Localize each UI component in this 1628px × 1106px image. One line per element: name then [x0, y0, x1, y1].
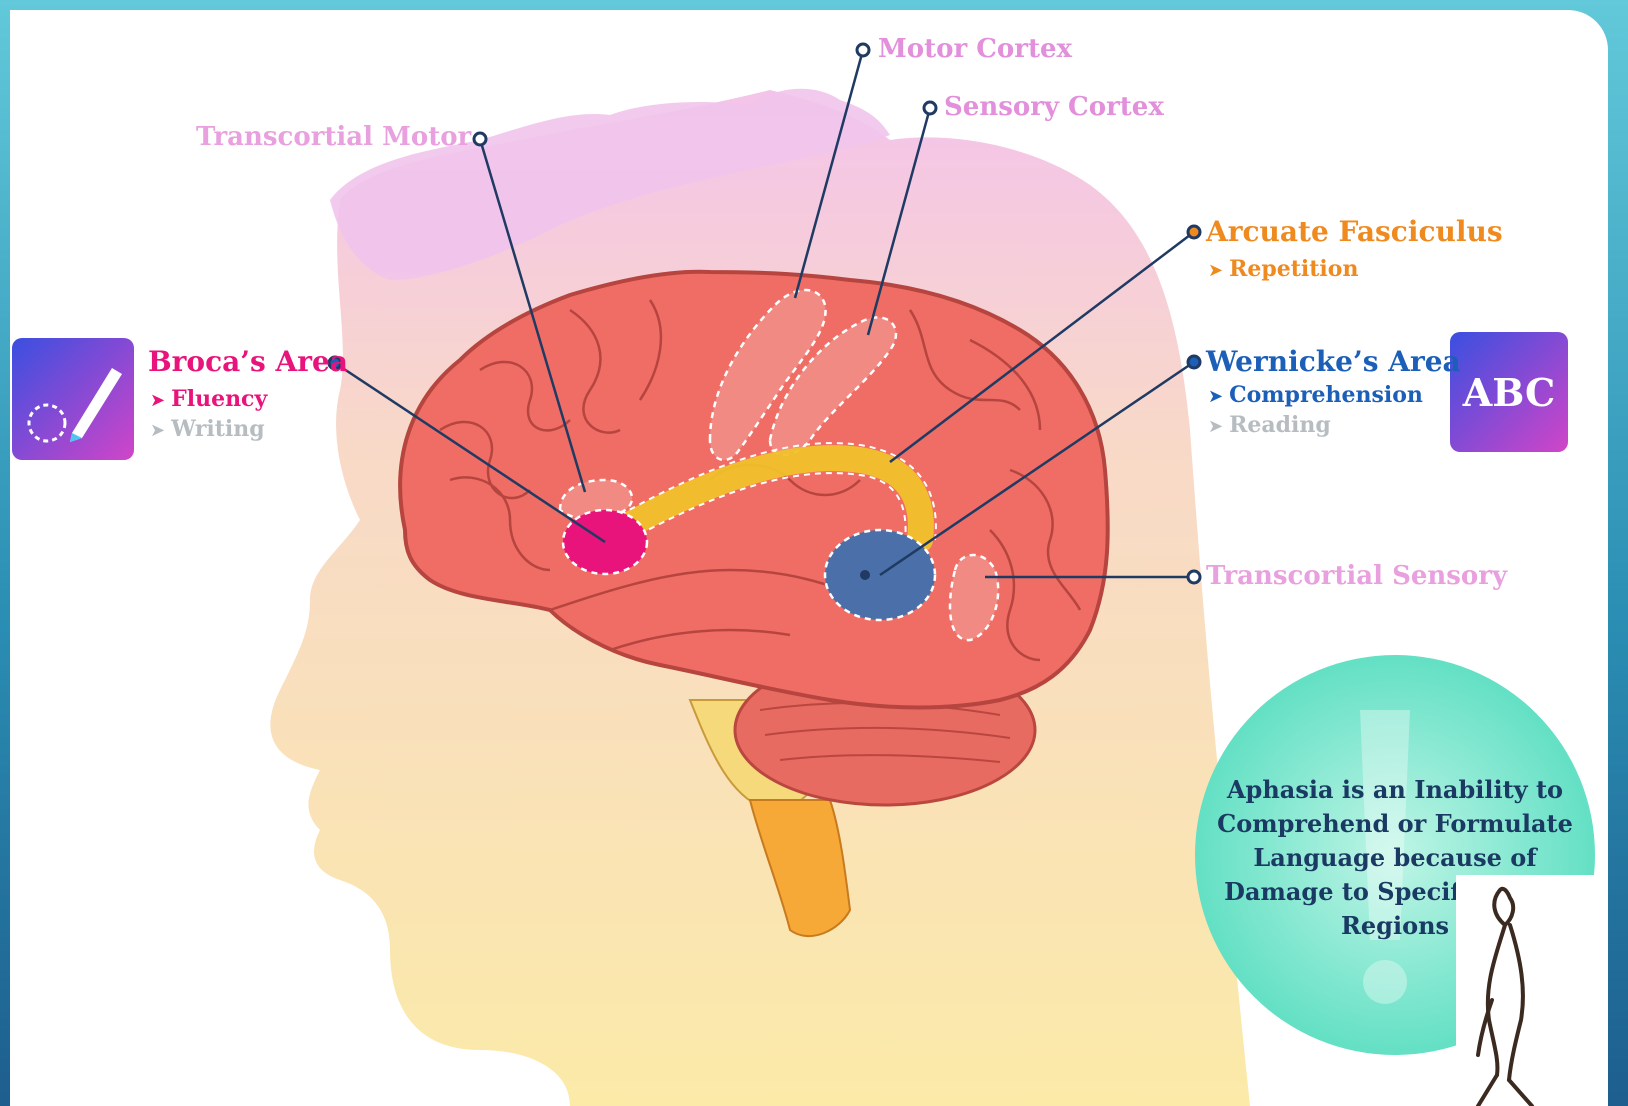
- label-sensory-cortex: Sensory Cortex: [944, 94, 1164, 120]
- label-arcuate-fasciculus: Arcuate Fasciculus: [1206, 218, 1503, 246]
- arrow-icon: ➤: [1208, 416, 1223, 437]
- label-wernicke-area: Wernicke’s Area: [1206, 348, 1461, 376]
- wernicke-sub2-text: Reading: [1229, 412, 1331, 438]
- arrow-icon: ➤: [1208, 386, 1223, 407]
- writing-badge: [12, 338, 134, 460]
- diagram-canvas: ABC Motor Cortex Sensory Cortex Transcor…: [10, 10, 1608, 1106]
- wernicke-sub1-text: Comprehension: [1229, 382, 1423, 408]
- arrow-icon: ➤: [150, 420, 165, 441]
- arrow-icon: ➤: [150, 390, 165, 411]
- broca-sub-fluency: ➤ Fluency: [150, 388, 267, 410]
- arrow-icon: ➤: [1208, 260, 1223, 281]
- arcuate-sub-text: Repetition: [1229, 256, 1358, 282]
- label-transcortial-sensory: Transcortial Sensory: [1206, 563, 1507, 589]
- person-legs: [1478, 1075, 1532, 1106]
- arcuate-sub-repetition: ➤ Repetition: [1208, 258, 1358, 280]
- broca-sub-writing: ➤ Writing: [150, 418, 265, 440]
- label-broca-area: Broca’s Area: [148, 348, 348, 376]
- broca-sub1-text: Fluency: [171, 386, 267, 412]
- walking-person-overlay: [1456, 875, 1608, 1106]
- wernicke-sub-comprehension: ➤ Comprehension: [1208, 384, 1423, 406]
- broca-sub2-text: Writing: [171, 416, 265, 442]
- person-body-back: [1509, 925, 1523, 1080]
- pencil-icon: [12, 338, 134, 460]
- label-transcortial-motor: Transcortial Motor: [196, 124, 471, 150]
- wernicke-sub-reading: ➤ Reading: [1208, 414, 1331, 436]
- person-head: [1494, 889, 1513, 925]
- label-motor-cortex: Motor Cortex: [878, 36, 1072, 62]
- reading-badge-text: ABC: [1463, 370, 1556, 415]
- reading-badge: ABC: [1450, 332, 1568, 452]
